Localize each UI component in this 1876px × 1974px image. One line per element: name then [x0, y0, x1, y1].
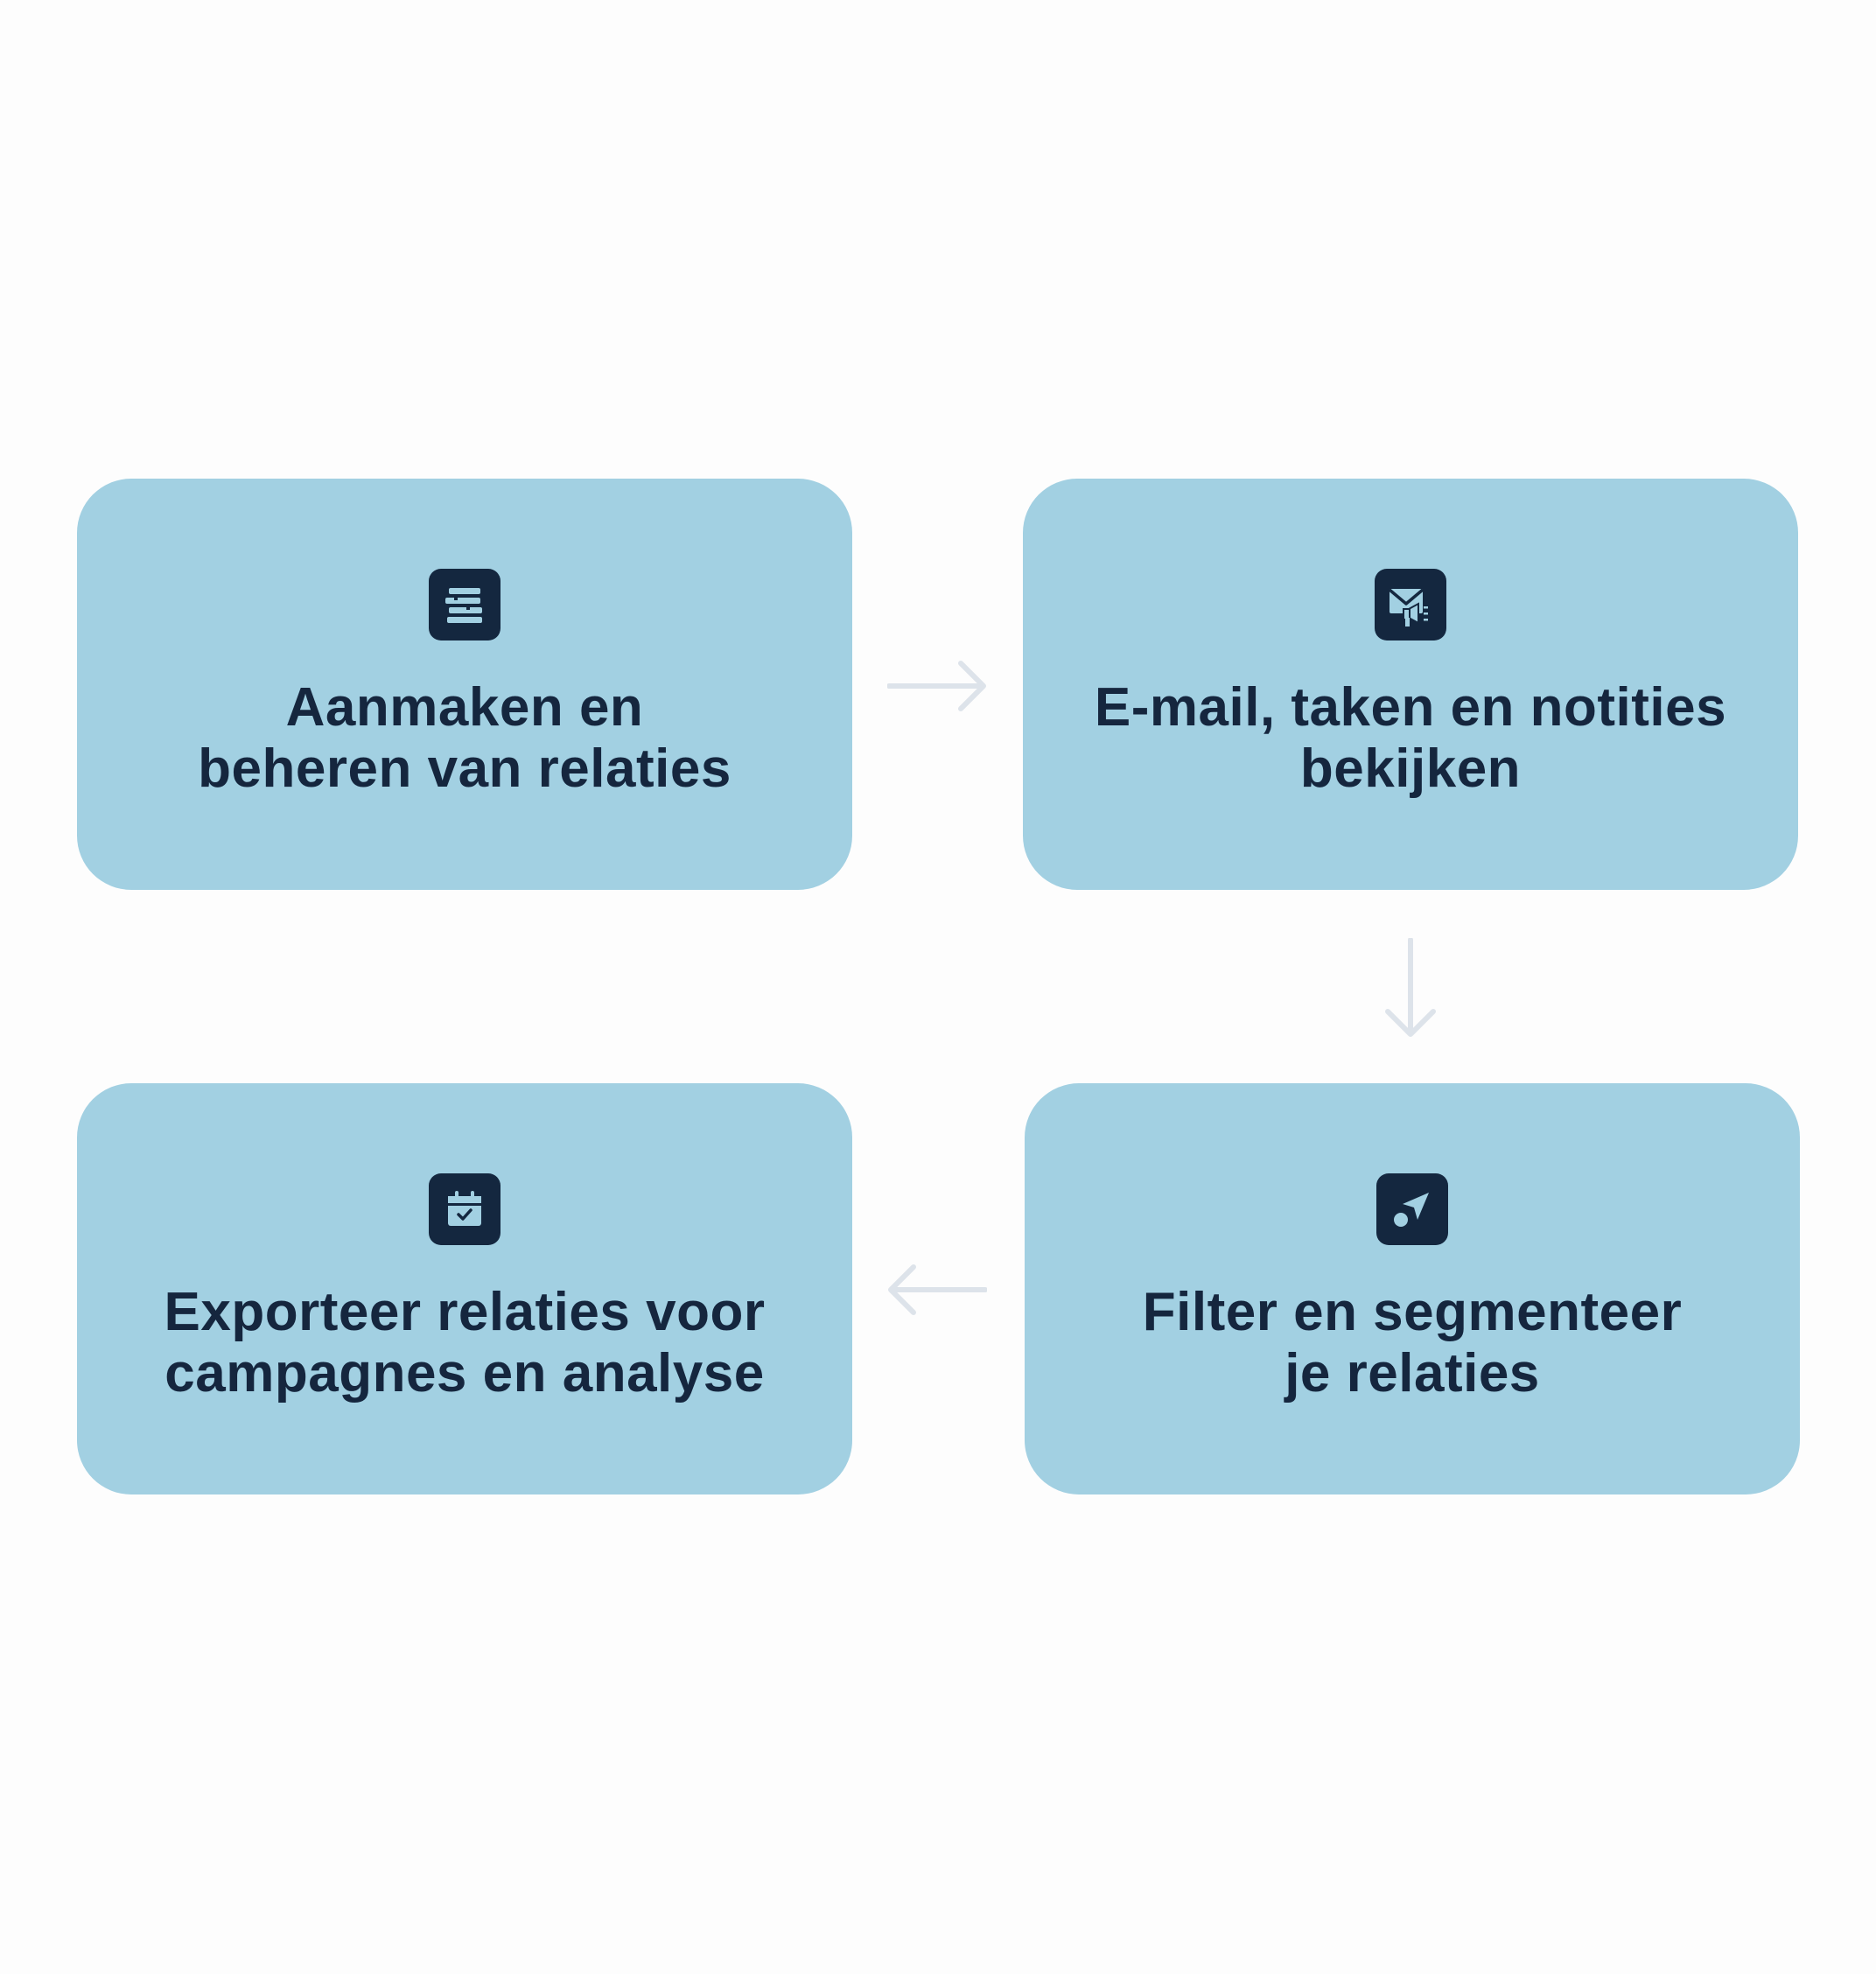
step-label: Filter en segmenteer je relaties — [1142, 1282, 1683, 1404]
arrow-right-icon — [887, 658, 989, 714]
step-label: E-mail, taken en notities bekijken — [1094, 677, 1727, 799]
step-card-4: Exporteer relaties voor campagnes en ana… — [77, 1083, 852, 1494]
step-card-1: Aanmaken en beheren van relaties — [77, 479, 852, 890]
calendar-check-icon — [429, 1173, 500, 1245]
arrow-down-icon — [1382, 938, 1438, 1040]
send-arrow-icon — [1376, 1173, 1448, 1245]
step-label: Exporteer relaties voor campagnes en ana… — [164, 1282, 766, 1404]
step-label: Aanmaken en beheren van relaties — [198, 677, 732, 799]
step-card-3: Filter en segmenteer je relaties — [1025, 1083, 1800, 1494]
arrow-left-icon — [886, 1262, 987, 1318]
step-card-2: E-mail, taken en notities bekijken — [1023, 479, 1798, 890]
mail-megaphone-icon — [1375, 569, 1446, 640]
list-stack-icon — [429, 569, 500, 640]
